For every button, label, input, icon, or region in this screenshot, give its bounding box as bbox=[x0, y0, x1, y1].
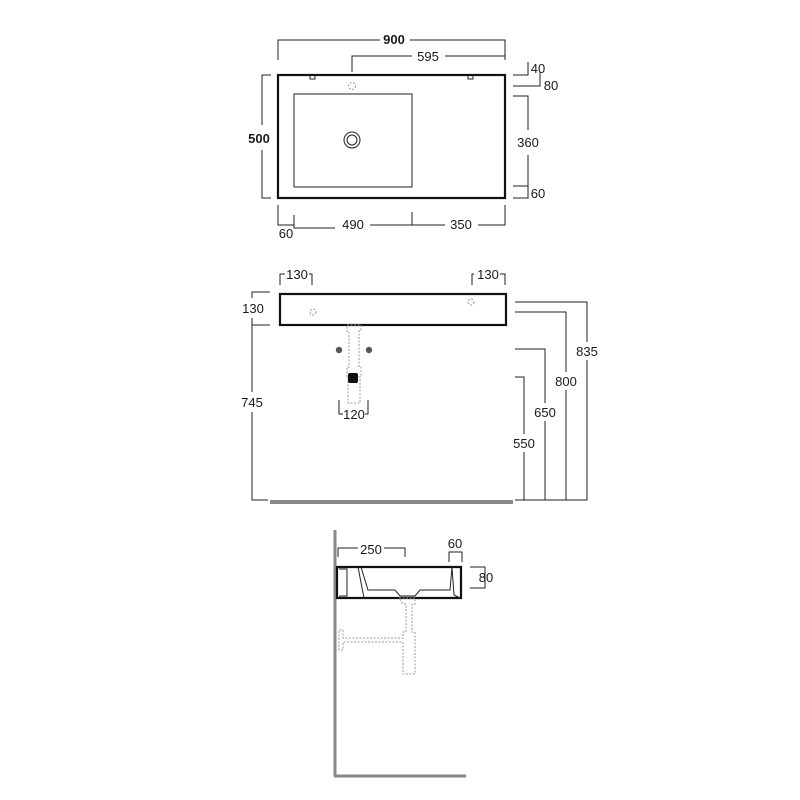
bracket-hole-icon bbox=[467, 298, 475, 306]
dim-right-bracket: 130 bbox=[477, 267, 499, 282]
bowl-outline bbox=[293, 93, 413, 188]
dim-rim-thickness: 60 bbox=[448, 536, 462, 551]
dim-overall-depth: 500 bbox=[248, 131, 270, 146]
top-view: 900 595 40 80 500 360 60 60 490 350 bbox=[248, 32, 558, 241]
dim-overall-width: 900 bbox=[383, 32, 405, 47]
dim-basin-depth: 360 bbox=[517, 135, 539, 150]
dim-shelf-width: 350 bbox=[450, 217, 472, 232]
dim-left-bracket: 130 bbox=[286, 267, 308, 282]
dim-waste-height: 550 bbox=[513, 436, 535, 451]
dim-top-height: 835 bbox=[576, 344, 598, 359]
front-view: 130 130 130 745 120 835 800 650 550 bbox=[241, 267, 598, 504]
basin-outline bbox=[276, 73, 507, 200]
dim-trap-width: 120 bbox=[343, 407, 365, 422]
dim-left-rim: 60 bbox=[279, 226, 293, 241]
bracket-marks bbox=[309, 75, 474, 80]
tap-hole-icon bbox=[348, 82, 356, 90]
dim-40: 40 bbox=[531, 61, 545, 76]
supply-valve-icon bbox=[365, 346, 373, 354]
dim-80: 80 bbox=[544, 78, 558, 93]
trap-icon bbox=[346, 324, 362, 404]
side-view: 250 60 80 bbox=[333, 530, 493, 778]
dim-supply-height: 650 bbox=[534, 405, 556, 420]
dim-tap-offset: 595 bbox=[417, 49, 439, 64]
drain-icon bbox=[343, 131, 361, 149]
waste-outlet-icon bbox=[348, 373, 358, 383]
dim-bottom-height: 745 bbox=[241, 395, 263, 410]
dim-rim-height: 800 bbox=[555, 374, 577, 389]
bracket-hole-icon bbox=[309, 308, 317, 316]
trap-icon bbox=[338, 597, 416, 675]
dim-height: 80 bbox=[479, 570, 493, 585]
basin-section bbox=[335, 565, 463, 600]
dim-basin-width: 490 bbox=[342, 217, 364, 232]
dim-basin-depth: 250 bbox=[360, 542, 382, 557]
supply-valve-icon bbox=[335, 346, 343, 354]
dim-front-rim: 60 bbox=[531, 186, 545, 201]
basin-front bbox=[278, 292, 508, 327]
dim-basin-height: 130 bbox=[242, 301, 264, 316]
